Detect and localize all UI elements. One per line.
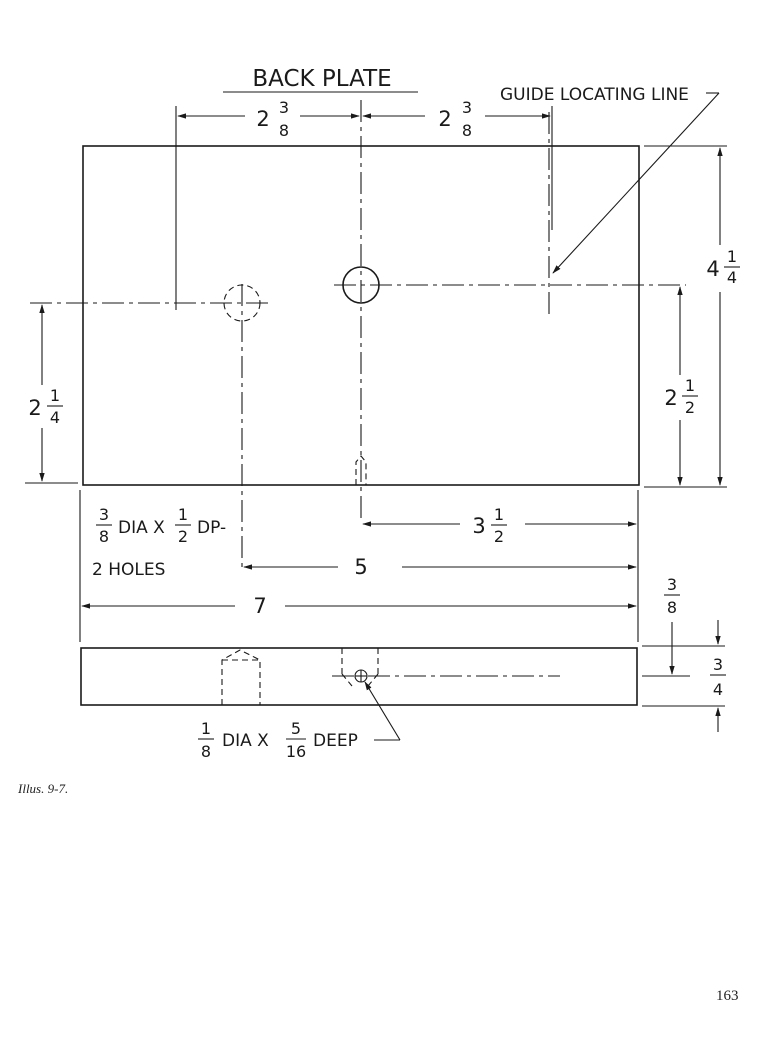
svg-text:3: 3 [99, 505, 109, 524]
svg-text:DEEP: DEEP [313, 731, 358, 751]
dim-thickness: 3 4 [710, 655, 726, 699]
guide-leader-arrow [552, 92, 720, 274]
svg-text:1: 1 [201, 719, 211, 738]
svg-text:2: 2 [256, 107, 269, 131]
figure-caption: Illus. 9-7. [18, 781, 69, 796]
svg-text:8: 8 [99, 527, 109, 546]
svg-text:3: 3 [279, 98, 289, 117]
page-number: 163 [716, 988, 739, 1004]
svg-text:2: 2 [664, 386, 677, 410]
svg-text:1: 1 [50, 386, 60, 405]
pin-leader-arrow [364, 681, 401, 741]
svg-text:DP-: DP- [197, 518, 226, 538]
svg-text:2: 2 [438, 107, 451, 131]
svg-text:4: 4 [727, 268, 737, 287]
svg-text:1: 1 [494, 505, 504, 524]
svg-text:5: 5 [291, 719, 301, 738]
left-hole-hidden-edge [221, 649, 261, 705]
svg-text:2: 2 [28, 396, 41, 420]
svg-text:3: 3 [713, 655, 723, 674]
svg-text:3: 3 [462, 98, 472, 117]
dim-center-to-edge: 3 1 2 [472, 505, 507, 546]
dim-thickness-top: 3 8 [664, 575, 680, 617]
svg-text:8: 8 [279, 121, 289, 140]
guide-locating-label: GUIDE LOCATING LINE [500, 85, 689, 105]
dim-hole-right: 2 1 2 [664, 376, 698, 417]
svg-text:2 HOLES: 2 HOLES [92, 560, 165, 580]
dim-hole-span: 5 [354, 555, 367, 579]
svg-text:DIA X: DIA X [222, 731, 269, 751]
pin-hole-note: 1 8 DIA X 5 16 DEEP [198, 719, 358, 761]
pin-hole-hidden-front [355, 455, 367, 485]
svg-text:4: 4 [713, 680, 723, 699]
svg-text:2: 2 [178, 527, 188, 546]
dim-hole-left: 2 1 4 [28, 386, 63, 427]
svg-text:DIA X: DIA X [118, 518, 165, 538]
holes-note: 3 8 DIA X 1 2 DP- 2 HOLES [92, 505, 226, 580]
svg-text:8: 8 [201, 742, 211, 761]
center-hole-hidden-edge [341, 648, 379, 687]
dim-top-left: 2 3 8 [256, 98, 289, 140]
svg-text:16: 16 [286, 742, 306, 761]
svg-text:4: 4 [706, 257, 719, 281]
svg-text:1: 1 [685, 376, 695, 395]
plate-edge-view [80, 647, 638, 706]
svg-text:8: 8 [667, 598, 677, 617]
svg-text:3: 3 [667, 575, 677, 594]
svg-text:1: 1 [727, 247, 737, 266]
svg-text:4: 4 [50, 408, 60, 427]
dim-top-right: 2 3 8 [438, 98, 472, 140]
svg-text:8: 8 [462, 121, 472, 140]
svg-text:3: 3 [472, 514, 485, 538]
svg-text:1: 1 [178, 505, 188, 524]
drawing-title: BACK PLATE [252, 66, 391, 92]
dim-width: 7 [253, 594, 266, 618]
dim-height-right: 4 1 4 [706, 247, 740, 287]
svg-text:2: 2 [494, 527, 504, 546]
svg-text:2: 2 [685, 398, 695, 417]
